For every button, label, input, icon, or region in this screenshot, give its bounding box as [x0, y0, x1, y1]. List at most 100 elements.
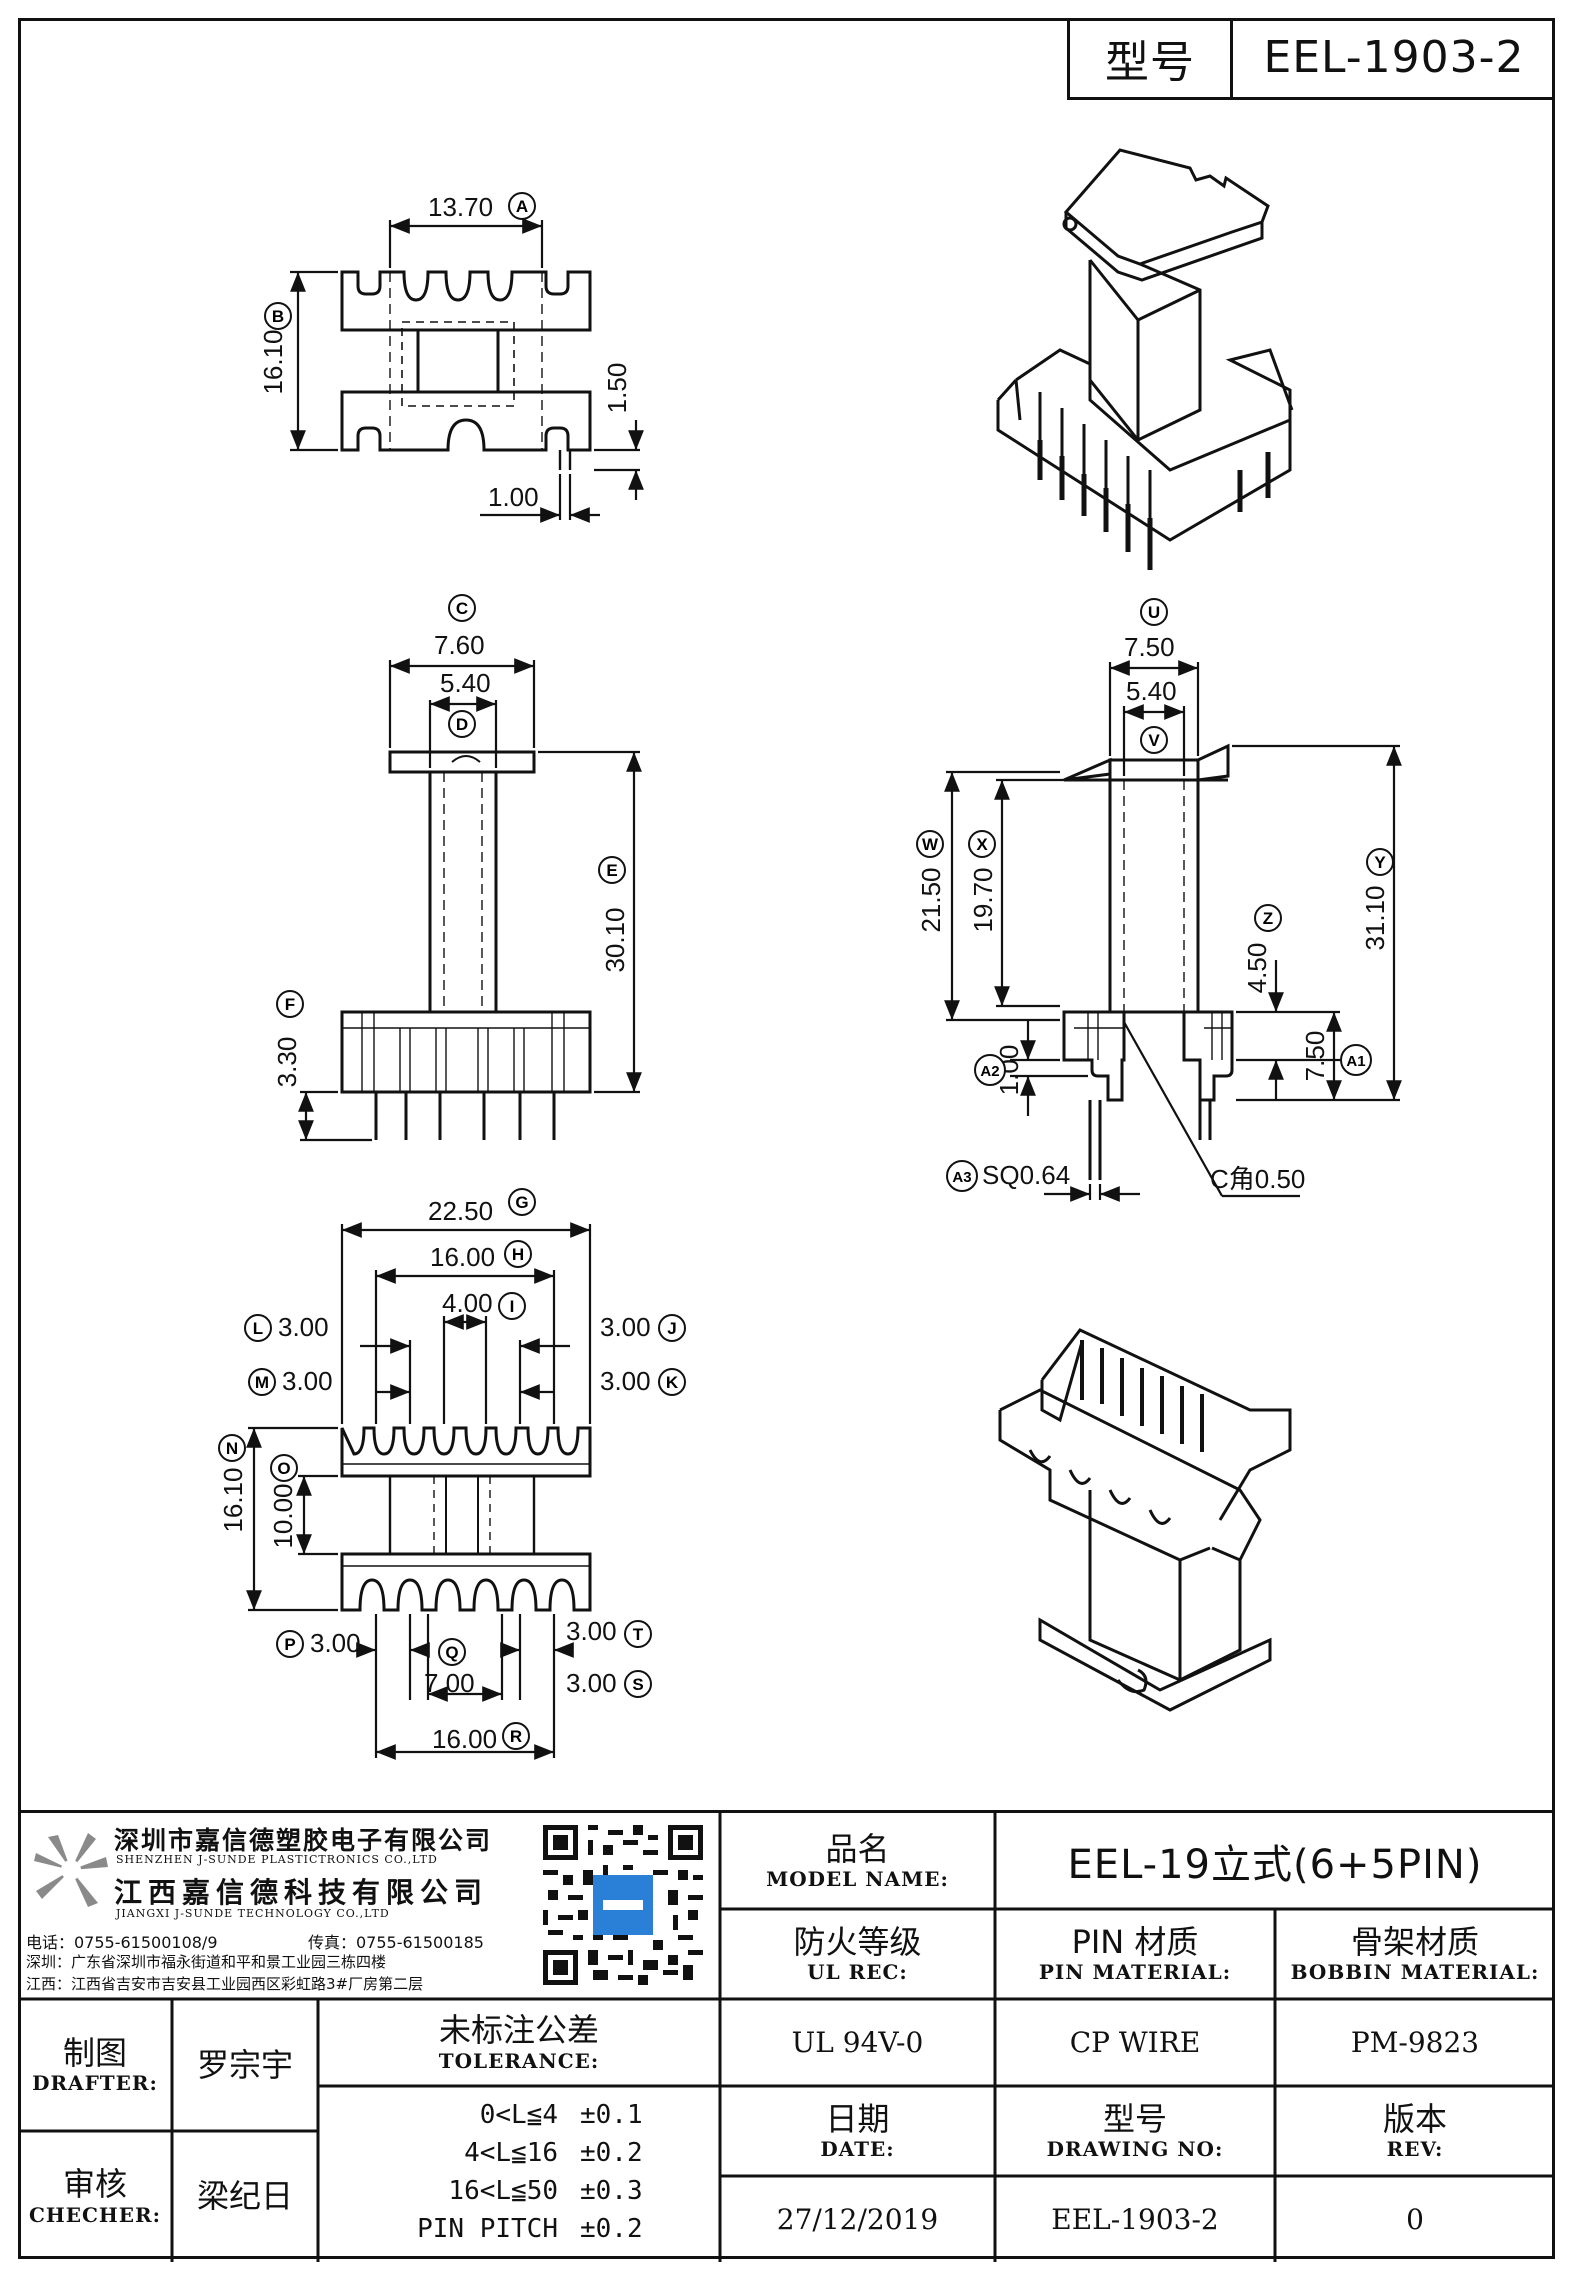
pin-value: CP WIRE — [1069, 2026, 1201, 2059]
tol-range-0: 0<L≦4 — [479, 2100, 558, 2130]
dim-v-value: 5.40 — [1126, 676, 1177, 706]
model-name-label-cell: 品名 MODEL NAME: — [720, 1813, 995, 1909]
header-model-value: EEL-1903-2 — [1263, 32, 1525, 83]
tag-s: S — [624, 1670, 652, 1698]
dim-d-value: 5.40 — [440, 668, 491, 698]
checker-zh: 审核 — [62, 2165, 127, 2204]
tag-a2: A2 — [974, 1054, 1006, 1086]
svg-text:D: D — [456, 715, 468, 734]
date-value: 27/12/2019 — [776, 2202, 939, 2236]
tag-g: G — [508, 1188, 536, 1216]
tag-r: R — [502, 1722, 530, 1750]
rev-value-cell: 0 — [1275, 2176, 1555, 2262]
company-logo — [28, 1827, 114, 1913]
dim-x-value: 19.70 — [968, 867, 998, 932]
dim-o-value: 10.00 — [268, 1483, 298, 1548]
tag-b: B — [264, 302, 292, 330]
tag-d: D — [448, 710, 476, 738]
tag-v: V — [1140, 726, 1168, 754]
svg-text:O: O — [277, 1459, 290, 1478]
svg-text:J: J — [667, 1319, 676, 1338]
isometric-view-bottom — [998, 1328, 1292, 1712]
tolerance-en: TOLERANCE: — [438, 2048, 600, 2073]
svg-text:A3: A3 — [952, 1169, 971, 1186]
tag-k: K — [658, 1368, 686, 1396]
isometric-view-top — [996, 148, 1294, 570]
dim-m-value: 3.00 — [282, 1366, 333, 1396]
header-model-label: 型号 — [1105, 36, 1195, 88]
svg-text:E: E — [606, 861, 617, 880]
tag-e: E — [598, 856, 626, 884]
svg-text:G: G — [515, 1193, 528, 1212]
tag-x: X — [968, 830, 996, 858]
front-view — [298, 658, 642, 1142]
qr-code — [538, 1819, 708, 1991]
dim-p-value: 3.00 — [310, 1628, 361, 1658]
dwg-value-cell: EEL-1903-2 — [995, 2176, 1275, 2262]
tag-c: C — [448, 594, 476, 622]
title-block: 深圳市嘉信德塑胶电子有限公司 SHENZHEN J-SUNDE PLASTICT… — [18, 1810, 1555, 2262]
dim-a-value: 13.70 — [428, 192, 493, 222]
dim-q-value: 7.00 — [424, 1668, 475, 1698]
side-view — [944, 660, 1402, 1202]
svg-text:A2: A2 — [980, 1063, 999, 1080]
ul-value: UL 94V-0 — [791, 2026, 924, 2059]
tag-h: H — [504, 1240, 532, 1268]
tolerance-zh: 未标注公差 — [438, 2011, 599, 2050]
svg-text:M: M — [255, 1373, 269, 1392]
bobbin-zh: 骨架材质 — [1350, 1922, 1479, 1961]
date-en: DATE: — [820, 2137, 895, 2162]
svg-text:S: S — [632, 1675, 643, 1694]
tag-y: Y — [1366, 848, 1394, 876]
dim-pin-offset-value: 1.00 — [488, 482, 539, 512]
svg-text:U: U — [1148, 603, 1160, 622]
bobbin-value: PM-9823 — [1350, 2026, 1480, 2059]
model-name-zh: 品名 — [825, 1829, 890, 1868]
dim-w-value: 21.50 — [916, 867, 946, 932]
dim-slot-value: 1.50 — [602, 363, 632, 414]
svg-text:A1: A1 — [1346, 1053, 1365, 1070]
tag-n: N — [218, 1434, 246, 1462]
dim-b-value: 16.10 — [258, 329, 288, 394]
model-name-en: MODEL NAME: — [766, 1867, 949, 1892]
dim-l-value: 3.00 — [278, 1312, 329, 1342]
svg-text:B: B — [272, 307, 284, 326]
svg-text:K: K — [666, 1373, 679, 1392]
dim-chamfer-label: C角0.50 — [1210, 1164, 1305, 1194]
model-name-value-cell: EEL-19立式(6+5PIN) — [995, 1813, 1555, 1909]
drafter-name: 罗宗宇 — [196, 2045, 293, 2084]
svg-text:Y: Y — [1374, 853, 1386, 872]
company-name-jx: 江西嘉信德科技有限公司 — [114, 1876, 489, 1909]
date-value-cell: 27/12/2019 — [720, 2176, 995, 2262]
tag-i: I — [498, 1292, 526, 1320]
svg-text:A: A — [516, 197, 528, 216]
dim-h-value: 16.00 — [430, 1242, 495, 1272]
dim-y-value: 31.10 — [1360, 885, 1390, 950]
checker-label-cell: 审核 CHECHER: — [18, 2131, 172, 2262]
rev-zh: 版本 — [1382, 2099, 1447, 2138]
dwg-value: EEL-1903-2 — [1051, 2202, 1219, 2236]
company-addr-jx: 江西：江西省吉安市吉安县工业园西区彩虹路3#厂房第二层 — [26, 1975, 424, 1993]
bobbin-en: BOBBIN MATERIAL: — [1290, 1960, 1540, 1985]
svg-text:N: N — [226, 1439, 238, 1458]
tol-value-2: ±0.3 — [580, 2176, 643, 2206]
company-name-sz-en: SHENZHEN J-SUNDE PLASTICTRONICS CO.,LTD — [116, 1853, 438, 1866]
tag-j: J — [658, 1314, 686, 1342]
svg-text:R: R — [510, 1727, 522, 1746]
tolerance-table: 0<L≦4 ±0.1 4<L≦16 ±0.2 16<L≦50 ±0.3 PIN … — [318, 2086, 720, 2262]
tol-value-1: ±0.2 — [580, 2138, 643, 2168]
dwg-label-cell: 型号 DRAWING NO: — [995, 2086, 1275, 2176]
tag-o: O — [270, 1454, 298, 1482]
tag-w: W — [916, 830, 944, 858]
tol-range-2: 16<L≦50 — [448, 2176, 558, 2206]
title-block-grid — [18, 1813, 1555, 2262]
technical-drawing: 13.70 16.10 1.50 1.00 7.60 5.40 30.10 3.… — [218, 148, 1402, 1760]
bobbin-value-cell: PM-9823 — [1275, 1999, 1555, 2086]
svg-text:C: C — [456, 599, 468, 618]
top-view — [290, 218, 644, 523]
tolerance-label-cell: 未标注公差 TOLERANCE: — [318, 1999, 720, 2086]
pin-en: PIN MATERIAL: — [1038, 1960, 1232, 1985]
dim-a1-value: 7.50 — [1300, 1031, 1330, 1082]
dim-a3-label: SQ0.64 — [982, 1160, 1070, 1190]
ul-label-cell: 防火等级 UL REC: — [720, 1909, 995, 1999]
